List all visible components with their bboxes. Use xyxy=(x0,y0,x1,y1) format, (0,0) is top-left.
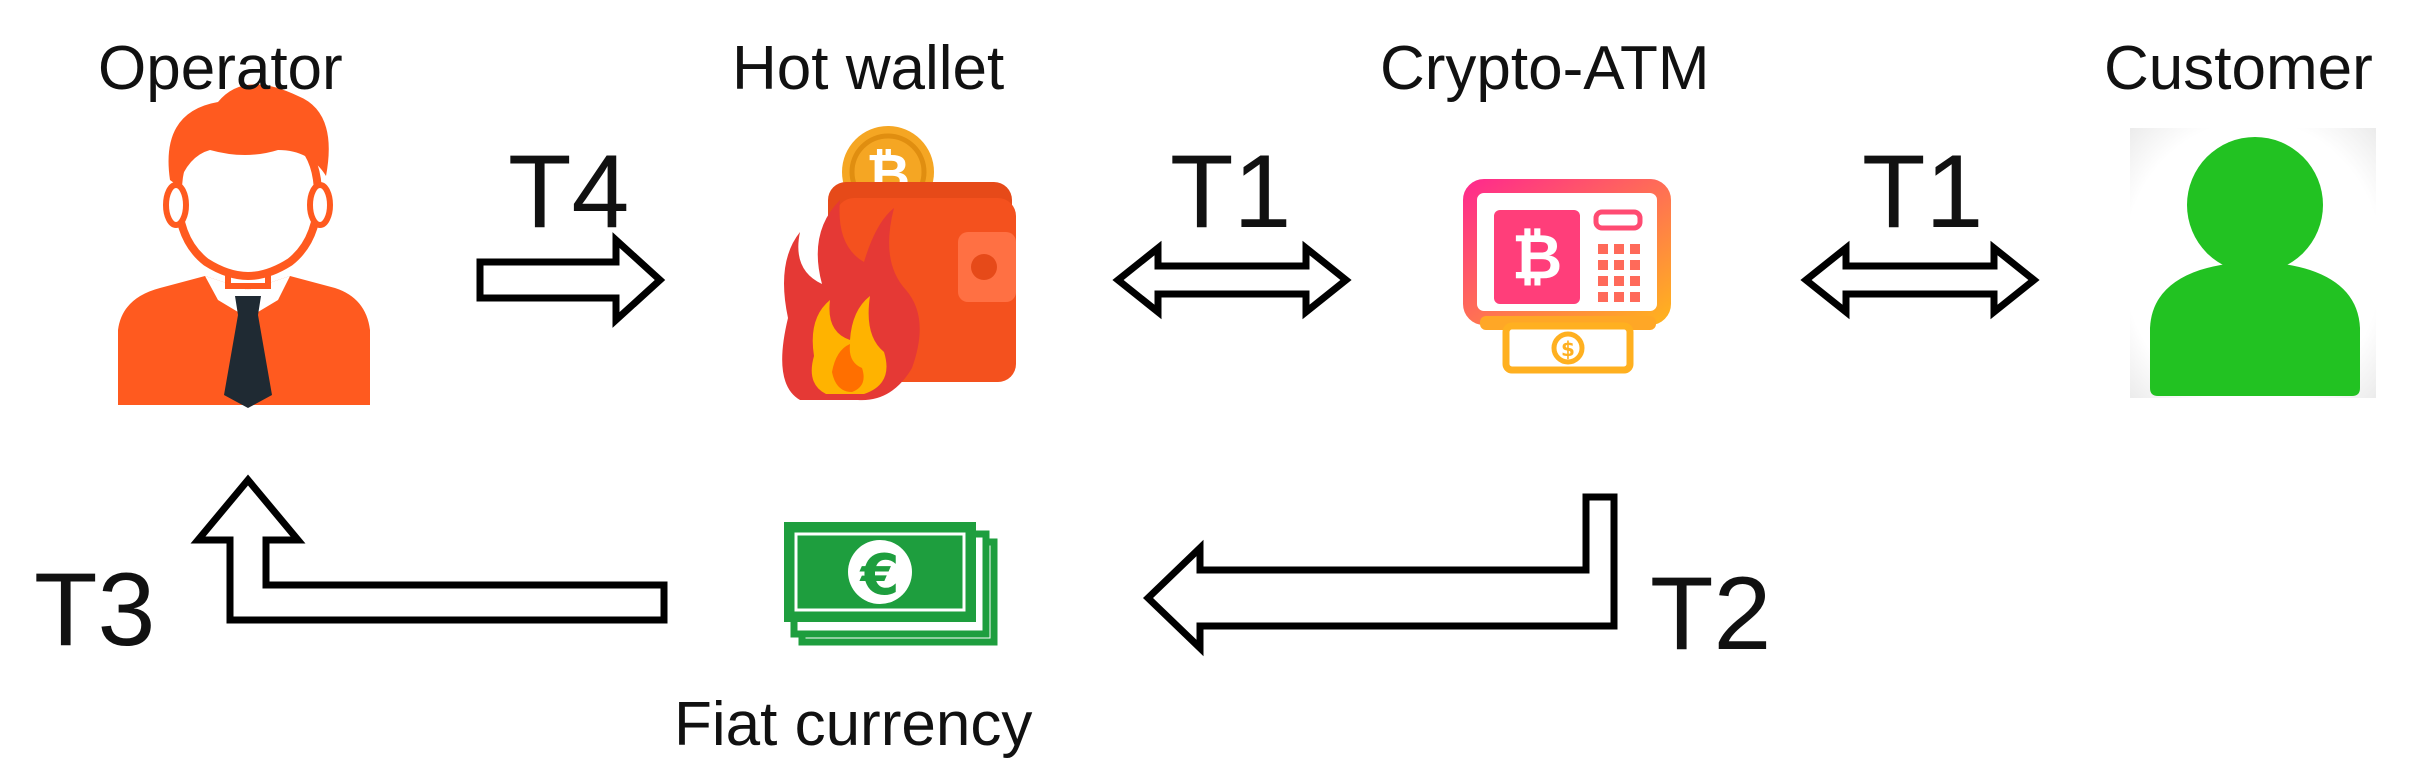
bitcoin-atm-icon: ₿ $ xyxy=(1463,179,1671,374)
arrow-fiat-to-operator xyxy=(190,474,668,624)
svg-text:$: $ xyxy=(1561,337,1575,361)
transaction-label-t1-wallet-atm: T1 xyxy=(1170,134,1292,250)
transaction-label-t2: T2 xyxy=(1650,556,1772,672)
svg-text:€: € xyxy=(859,543,900,608)
euro-banknotes-icon: € xyxy=(784,522,998,646)
customer-label: Customer xyxy=(2104,34,2373,103)
transaction-label-t1-atm-customer: T1 xyxy=(1862,134,1984,250)
arrow-wallet-atm-bidirectional xyxy=(1112,240,1352,320)
arrow-atm-customer-bidirectional xyxy=(1800,240,2040,320)
businessman-icon xyxy=(118,84,370,408)
svg-text:₿: ₿ xyxy=(1512,220,1563,293)
transaction-label-t3: T3 xyxy=(34,552,156,668)
transaction-label-t4: T4 xyxy=(508,134,630,250)
person-silhouette-icon xyxy=(2130,128,2376,398)
burning-bitcoin-wallet-icon: ₿ xyxy=(782,126,1016,401)
hot-wallet-label: Hot wallet xyxy=(732,34,1005,103)
crypto-atm-label: Crypto-ATM xyxy=(1380,34,1710,103)
operator-label: Operator xyxy=(98,34,343,103)
arrow-operator-to-wallet xyxy=(476,232,666,328)
arrow-atm-to-fiat xyxy=(1142,493,1618,657)
fiat-currency-label: Fiat currency xyxy=(674,690,1033,759)
